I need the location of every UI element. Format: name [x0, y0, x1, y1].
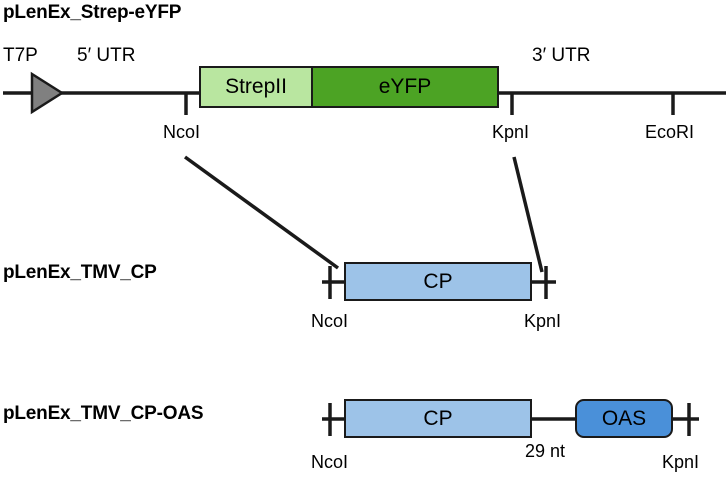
restriction-site-label-ncoi-row2: NcoI	[311, 311, 349, 331]
five-prime-utr-label: 5′ UTR	[77, 45, 136, 66]
feature-box-strepii: StrepII	[199, 66, 313, 108]
feature-label-strepii: StrepII	[225, 75, 287, 98]
construct-title-tmv-cp-oas: pLenEx_TMV_CP-OAS	[3, 403, 204, 424]
feature-box-cp-row3: CP	[344, 399, 532, 438]
three-prime-utr-label: 3′ UTR	[532, 45, 591, 66]
linker-length-label-29nt: 29 nt	[525, 441, 566, 461]
feature-box-eyfp: eYFP	[311, 66, 499, 108]
restriction-site-label-ncoi-row3: NcoI	[311, 452, 349, 472]
construct-title-strep-eyfp: pLenEx_Strep-eYFP	[3, 2, 182, 23]
promoter-label-t7p: T7P	[3, 45, 38, 66]
feature-label-cp-row3: CP	[423, 406, 453, 430]
restriction-site-label-kpni-row1: KpnI	[492, 122, 530, 142]
restriction-site-label-ecori-row1: EcoRI	[645, 122, 695, 142]
feature-label-eyfp: eYFP	[378, 75, 432, 98]
promoter-arrow-icon	[30, 71, 65, 115]
construct-title-tmv-cp: pLenEx_TMV_CP	[3, 262, 157, 283]
connector-line-kpni	[512, 156, 544, 273]
feature-label-cp-row2: CP	[423, 269, 453, 293]
feature-box-oas: OAS	[575, 399, 673, 438]
feature-box-cp-row2: CP	[344, 262, 532, 301]
connector-line-ncoi	[183, 155, 340, 270]
restriction-site-label-kpni-row2: KpnI	[524, 311, 562, 331]
restriction-site-label-kpni-row3: KpnI	[662, 452, 700, 472]
restriction-site-label-ncoi-row1: NcoI	[163, 122, 201, 142]
feature-label-oas: OAS	[601, 406, 647, 430]
